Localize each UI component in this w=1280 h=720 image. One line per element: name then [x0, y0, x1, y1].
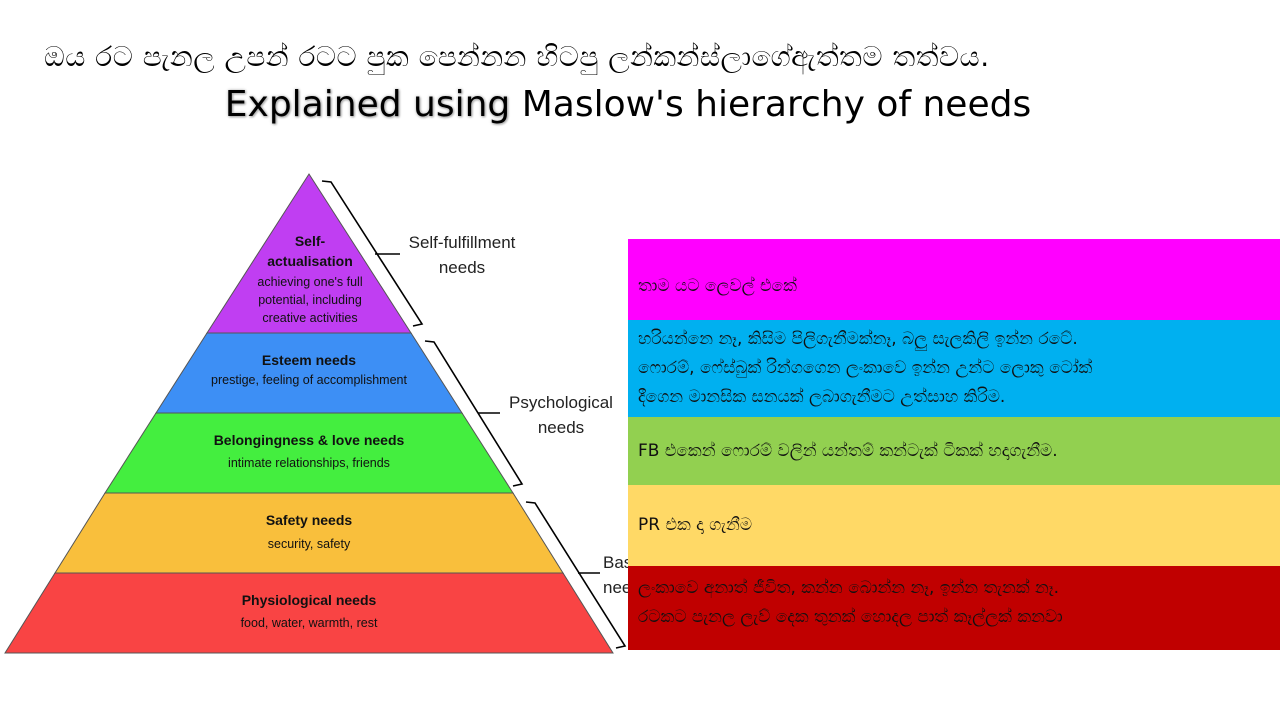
- english-title: Explained using Maslow's hierarchy of ne…: [0, 84, 1256, 125]
- level-title-self-2: actualisation: [267, 253, 353, 269]
- band-text: රටකට පැනල ලැව් දෙක තුනක් හොදල පාත් කෑල්ල…: [638, 607, 1063, 627]
- level-title-self: Self-: [295, 233, 326, 249]
- band-text: PR එක දා ගැනීම: [638, 515, 753, 535]
- band-text: හරියන්නෙ නෑ, කිසිම පිලිගැනීමක්නෑ, බලු සැ…: [638, 329, 1078, 349]
- english-title-highlight: Explained using: [224, 84, 511, 125]
- brace-self-fulfillment: [321, 180, 424, 327]
- band-text: දීගෙන මානසික සනයක් ලබාගැනීමට උත්සාහ කිරි…: [638, 387, 1006, 407]
- label-self-fulfillment-line2: needs: [438, 258, 486, 277]
- sinhala-title: ඔය රට පැනල උපන් රටට පුක පෙන්නන හිටපු ලන්…: [44, 40, 990, 73]
- level-desc-self-3: creative activities: [262, 311, 357, 325]
- band-text: තාම යට ලෙවල් එකේ: [638, 276, 797, 296]
- band-top-level: තාම යට ලෙවල් එකේ: [628, 239, 1280, 320]
- level-title-safety: Safety needs: [266, 512, 353, 528]
- band-esteem: හරියන්නෙ නෑ, කිසිම පිලිගැනීමක්නෑ, බලු සැ…: [628, 320, 1280, 417]
- level-title-physiological: Physiological needs: [242, 592, 377, 608]
- label-psychological-line1: Psychological: [509, 393, 613, 412]
- pyramid-level-physiological: [4, 572, 614, 654]
- maslow-pyramid: Self- actualisation achieving one's full…: [4, 173, 627, 654]
- band-safety: PR එක දා ගැනීම: [628, 485, 1280, 566]
- brace-basic: [525, 501, 627, 649]
- english-title-rest: Maslow's hierarchy of needs: [510, 84, 1032, 125]
- band-text: ෆොරම්, ෆේස්බුක් රින්ගගෙන ලංකාවෙ ඉන්න උන්…: [638, 358, 1093, 378]
- level-desc-self-1: achieving one's full: [257, 275, 362, 289]
- level-title-belonging: Belongingness & love needs: [214, 432, 405, 448]
- level-desc-physiological: food, water, warmth, rest: [241, 616, 378, 630]
- band-belonging: FB එකෙන් ෆොරම් වලින් යන්තම් කන්ටැක් ටිකක…: [628, 417, 1280, 485]
- band-text: FB එකෙන් ෆොරම් වලින් යන්තම් කන්ටැක් ටිකක…: [638, 440, 1058, 461]
- band-physiological: ලංකාවෙ අනාත් ජීවිත, කන්න බොන්න නෑ, ඉන්න …: [628, 566, 1280, 650]
- label-psychological-line2: needs: [537, 418, 585, 437]
- pyramid-level-belongingness: [104, 412, 514, 494]
- level-desc-belonging: intimate relationships, friends: [228, 456, 390, 470]
- label-self-fulfillment-line1: Self-fulfillment: [408, 233, 516, 252]
- label-psychological: Psychological needs: [498, 390, 624, 440]
- level-desc-self-2: potential, including: [258, 293, 362, 307]
- label-self-fulfillment: Self-fulfillment needs: [398, 230, 526, 280]
- pyramid-level-safety: [54, 492, 564, 574]
- level-title-esteem: Esteem needs: [262, 352, 356, 368]
- level-desc-esteem: prestige, feeling of accomplishment: [211, 373, 407, 387]
- band-text: ලංකාවෙ අනාත් ජීවිත, කන්න බොන්න නෑ, ඉන්න …: [638, 578, 1059, 598]
- level-desc-safety: security, safety: [268, 537, 351, 551]
